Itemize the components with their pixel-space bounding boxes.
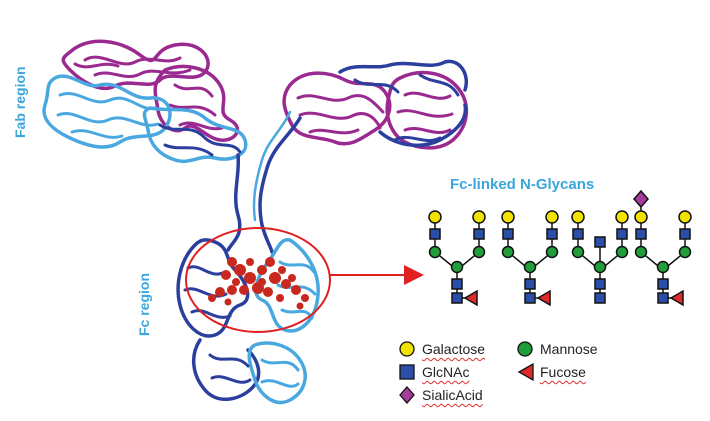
- glycan-structure-4: [633, 189, 692, 307]
- mannose-icon: [517, 341, 533, 357]
- fab-region-label: Fab region: [12, 66, 28, 138]
- fc-glycan-cluster: [208, 257, 309, 310]
- glycan-structure-1: [428, 210, 486, 307]
- legend-sialic-acid-label: SialicAcid: [422, 387, 483, 403]
- glcnac-icon: [399, 364, 415, 380]
- fab-right-heavy-chain: [338, 59, 468, 148]
- legend-galactose-label: Galactose: [422, 341, 486, 357]
- fc-region-label: Fc region: [136, 272, 152, 336]
- fab-left-heavy-chain: [42, 74, 248, 163]
- hinge-region: [226, 110, 302, 254]
- legend-fucose-label: Fucose: [540, 364, 586, 380]
- glycan-structure-2: [501, 210, 559, 307]
- glycan-structures: [428, 189, 692, 307]
- fab-left-light-chain: [61, 39, 240, 142]
- legend-glcnac-label: GlcNAc: [422, 364, 470, 380]
- fucose-icon: [517, 362, 534, 382]
- galactose-icon: [399, 341, 415, 357]
- glycans-title: Fc-linked N-Glycans: [450, 176, 595, 193]
- fc-highlight-ellipse: [185, 227, 331, 333]
- legend-symbols: [399, 341, 534, 404]
- legend-mannose-label: Mannose: [540, 341, 598, 357]
- fab-right-light-chain: [282, 70, 468, 150]
- glycan-structure-3: [571, 210, 629, 304]
- sialic-acid-icon: [399, 386, 415, 404]
